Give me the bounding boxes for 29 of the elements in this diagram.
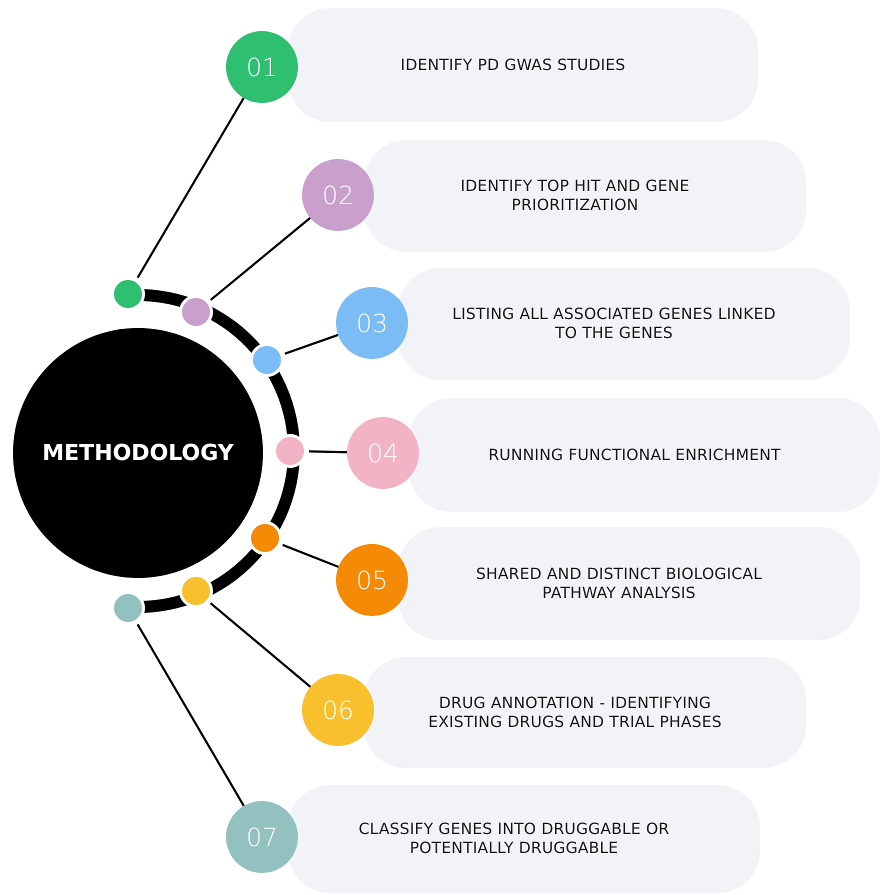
step-card (409, 398, 880, 512)
connector-line (136, 624, 245, 806)
step-card (288, 785, 760, 893)
step-number: 05 (356, 566, 388, 594)
step-text: IDENTIFY PD GWAS STUDIES (400, 56, 626, 74)
connector-line (210, 217, 311, 301)
step-text: RUNNING FUNCTIONAL ENRICHMENT (488, 446, 781, 464)
step-number: 03 (356, 308, 388, 338)
step-number: 02 (322, 180, 354, 210)
step-text: LISTING ALL ASSOCIATED GENES LINKED TO THE GENES (451, 305, 777, 343)
connector-line (210, 602, 312, 688)
step-text: SHARED AND DISTINCT BIOLOGICAL PATHWAY ANALYSIS (474, 564, 764, 602)
step-number: 01 (246, 52, 278, 82)
connector-line (284, 334, 338, 355)
title-text: METHODOLOGY (42, 440, 234, 466)
step-card (364, 140, 806, 252)
step-text: CLASSIFY GENES INTO DRUGGABLE OR POTENTIALLY DRUGGABLE (358, 820, 670, 858)
connector-line (136, 97, 245, 278)
step-text: DRUG ANNOTATION - IDENTIFYING EXISTING DRUGS AND TRIAL PHASES (427, 694, 723, 732)
step-number: 06 (322, 696, 354, 724)
step-card (364, 657, 806, 768)
step-text: IDENTIFY TOP HIT AND GENE PRIORITIZATION (459, 177, 691, 215)
step-card (398, 268, 850, 380)
step-number: 04 (367, 438, 399, 468)
step-card (398, 527, 860, 640)
connector-line (282, 544, 339, 568)
step-card (288, 8, 758, 122)
step-number: 07 (246, 822, 278, 852)
connector-line (308, 450, 348, 454)
